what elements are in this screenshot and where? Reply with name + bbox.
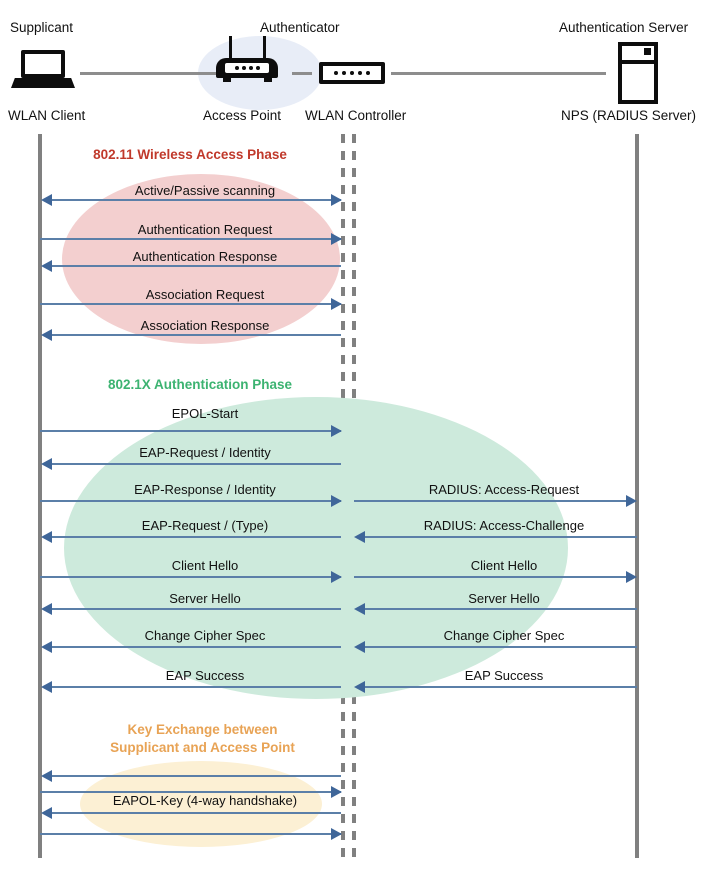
message-label: EAP Success	[165, 668, 245, 683]
arrowhead-left-icon	[41, 458, 52, 470]
message-arrow-authentication-request	[40, 238, 341, 240]
arrowhead-left-icon	[354, 641, 365, 653]
message-label: EAP-Response / Identity	[134, 482, 276, 497]
actor-device-access-point: Access Point	[203, 108, 282, 123]
message-arrow-eap-request-type	[43, 536, 341, 538]
message-label: EAP-Request / (Type)	[141, 518, 269, 533]
wire-client-to-ap	[80, 72, 216, 75]
arrowhead-right-icon	[626, 571, 637, 583]
phase-3-title-line-1: Key Exchange between	[127, 722, 278, 737]
message-arrow-server-hello-left	[43, 608, 341, 610]
message-arrow-change-cipher-spec-left	[43, 646, 341, 648]
message-arrow-eap-response-identity	[40, 500, 341, 502]
arrowhead-left-icon	[41, 603, 52, 615]
arrowhead-left-icon	[41, 329, 52, 341]
arrowhead-right-icon	[331, 495, 342, 507]
arrowhead-right-icon	[331, 298, 342, 310]
lifeline-authentication-server	[635, 134, 639, 858]
message-label: EPOL-Start	[171, 406, 239, 421]
arrowhead-right-icon	[626, 495, 637, 507]
arrowhead-left-icon	[41, 194, 52, 206]
message-label: RADIUS: Access-Challenge	[423, 518, 585, 533]
message-label: Association Response	[140, 318, 270, 333]
arrowhead-right-icon	[331, 194, 342, 206]
message-label: Change Cipher Spec	[443, 628, 565, 643]
message-label: Association Request	[145, 287, 265, 302]
actor-device-wlan-client: WLAN Client	[8, 108, 86, 123]
arrowhead-right-icon	[331, 233, 342, 245]
actor-device-wlan-controller: WLAN Controller	[305, 108, 407, 123]
lifeline-supplicant	[38, 134, 42, 858]
message-label: EAPOL-Key (4-way handshake)	[112, 793, 298, 808]
actor-device-nps-server: NPS (RADIUS Server)	[561, 108, 697, 123]
arrowhead-left-icon	[354, 681, 365, 693]
arrowhead-right-icon	[331, 786, 342, 798]
message-label: EAP-Request / Identity	[139, 445, 271, 460]
message-arrow-eap-request-identity	[43, 463, 341, 465]
arrowhead-left-icon	[41, 681, 52, 693]
wire-ap-to-controller	[292, 72, 312, 75]
message-arrow-eap-success-left	[43, 686, 341, 688]
message-label: Client Hello	[171, 558, 239, 573]
message-arrow-eap-success-right	[356, 686, 637, 688]
phase-1-blob	[62, 174, 340, 344]
server-icon	[618, 42, 658, 104]
message-arrow-eapol-key-3	[43, 812, 341, 814]
message-label: Change Cipher Spec	[144, 628, 266, 643]
message-arrow-active-passive-scanning	[43, 199, 341, 201]
wlan-controller-icon	[319, 62, 385, 84]
phase-1-title: 802.11 Wireless Access Phase	[93, 147, 287, 162]
phase-3-title: Key Exchange between Supplicant and Acce…	[80, 721, 325, 757]
message-label: Server Hello	[468, 591, 540, 606]
arrowhead-right-icon	[331, 828, 342, 840]
access-point-icon	[216, 36, 278, 86]
message-arrow-change-cipher-spec-right	[356, 646, 637, 648]
arrowhead-left-icon	[41, 260, 52, 272]
message-arrow-eapol-key-4	[40, 833, 341, 835]
actor-role-authentication-server: Authentication Server	[559, 20, 689, 35]
message-arrow-radius-access-request	[354, 500, 635, 502]
arrowhead-left-icon	[354, 531, 365, 543]
arrowhead-left-icon	[41, 531, 52, 543]
phase-3-title-line-2: Supplicant and Access Point	[110, 740, 295, 755]
message-label: RADIUS: Access-Request	[428, 482, 580, 497]
arrowhead-left-icon	[41, 770, 52, 782]
phase-2-blob	[64, 397, 568, 699]
message-label: Authentication Response	[132, 249, 278, 264]
message-arrow-client-hello-right	[354, 576, 635, 578]
message-arrow-authentication-response	[43, 265, 341, 267]
message-arrow-association-request	[40, 303, 341, 305]
laptop-icon	[11, 50, 75, 90]
phase-2-title: 802.1X Authentication Phase	[107, 377, 293, 392]
arrowhead-left-icon	[41, 807, 52, 819]
arrowhead-left-icon	[354, 603, 365, 615]
wire-controller-to-server	[391, 72, 606, 75]
arrowhead-left-icon	[41, 641, 52, 653]
message-arrow-client-hello-left	[40, 576, 341, 578]
message-arrow-eapol-start	[40, 430, 341, 432]
message-arrow-eapol-key-1	[43, 775, 341, 777]
actor-role-authenticator: Authenticator	[260, 20, 340, 35]
message-arrow-association-response	[43, 334, 341, 336]
message-label: Server Hello	[169, 591, 241, 606]
message-arrow-radius-access-challenge	[356, 536, 637, 538]
arrowhead-right-icon	[331, 571, 342, 583]
arrowhead-right-icon	[331, 425, 342, 437]
actor-role-supplicant: Supplicant	[10, 20, 74, 35]
message-label: EAP Success	[464, 668, 544, 683]
message-arrow-eapol-key-2	[40, 791, 341, 793]
message-arrow-server-hello-right	[356, 608, 637, 610]
message-label: Authentication Request	[137, 222, 273, 237]
message-label: Client Hello	[470, 558, 538, 573]
message-label: Active/Passive scanning	[134, 183, 276, 198]
